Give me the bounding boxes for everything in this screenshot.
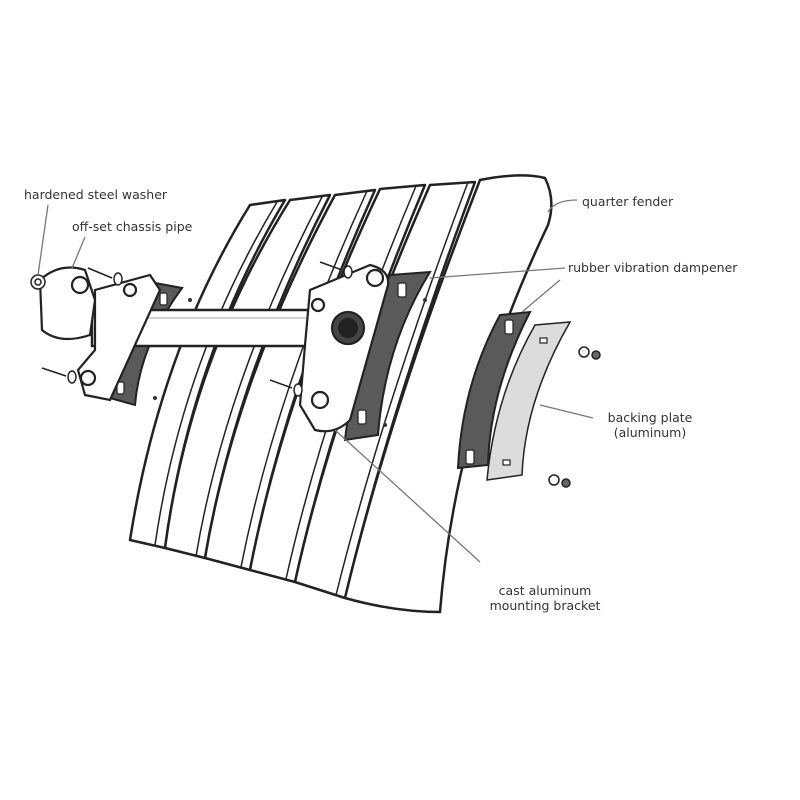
leader-backing bbox=[539, 404, 594, 419]
fender-quarter-main bbox=[343, 174, 553, 614]
leader-bracket bbox=[334, 429, 481, 563]
leader-washer bbox=[37, 204, 49, 276]
label-quarter-fender: quarter fender bbox=[582, 194, 674, 209]
leader-fender bbox=[547, 199, 578, 213]
mounting-bracket-left bbox=[76, 273, 162, 402]
label-rubber-vibration-dampener: rubber vibration dampener bbox=[568, 260, 738, 275]
label-cast-aluminum-mounting-bracket: cast aluminum mounting bracket bbox=[475, 583, 615, 613]
label-off-set-chassis-pipe: off-set chassis pipe bbox=[72, 219, 193, 234]
pipe-clamp bbox=[38, 266, 97, 341]
leader-dampener bbox=[429, 267, 566, 279]
label-line: mounting bracket bbox=[489, 598, 601, 613]
label-line: backing plate bbox=[607, 410, 693, 425]
label-line: cast aluminum bbox=[498, 583, 592, 598]
label-line: (aluminum) bbox=[613, 425, 687, 440]
backing-plate bbox=[486, 321, 572, 481]
label-hardened-steel-washer: hardened steel washer bbox=[24, 187, 168, 202]
label-backing-plate: backing plate (aluminum) bbox=[595, 410, 705, 440]
leader-dampener-2 bbox=[521, 279, 561, 313]
leader-pipe bbox=[71, 236, 86, 269]
